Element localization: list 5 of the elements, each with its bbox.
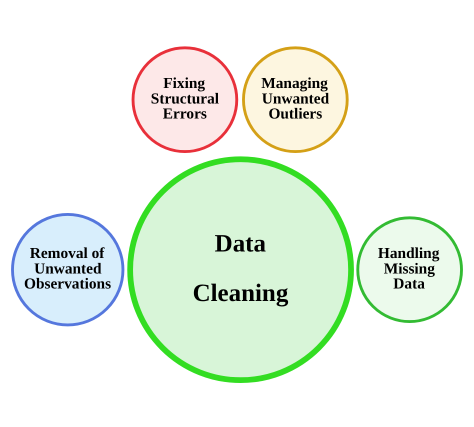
node-circle: Handling Missing Data <box>356 216 463 322</box>
node-circle: Removal of Unwanted Observations <box>11 212 124 326</box>
node-circle: Data Cleaning <box>127 156 354 383</box>
node-circle: Fixing Structural Errors <box>132 46 238 152</box>
node-circle: Managing Unwanted Outliers <box>242 46 349 152</box>
